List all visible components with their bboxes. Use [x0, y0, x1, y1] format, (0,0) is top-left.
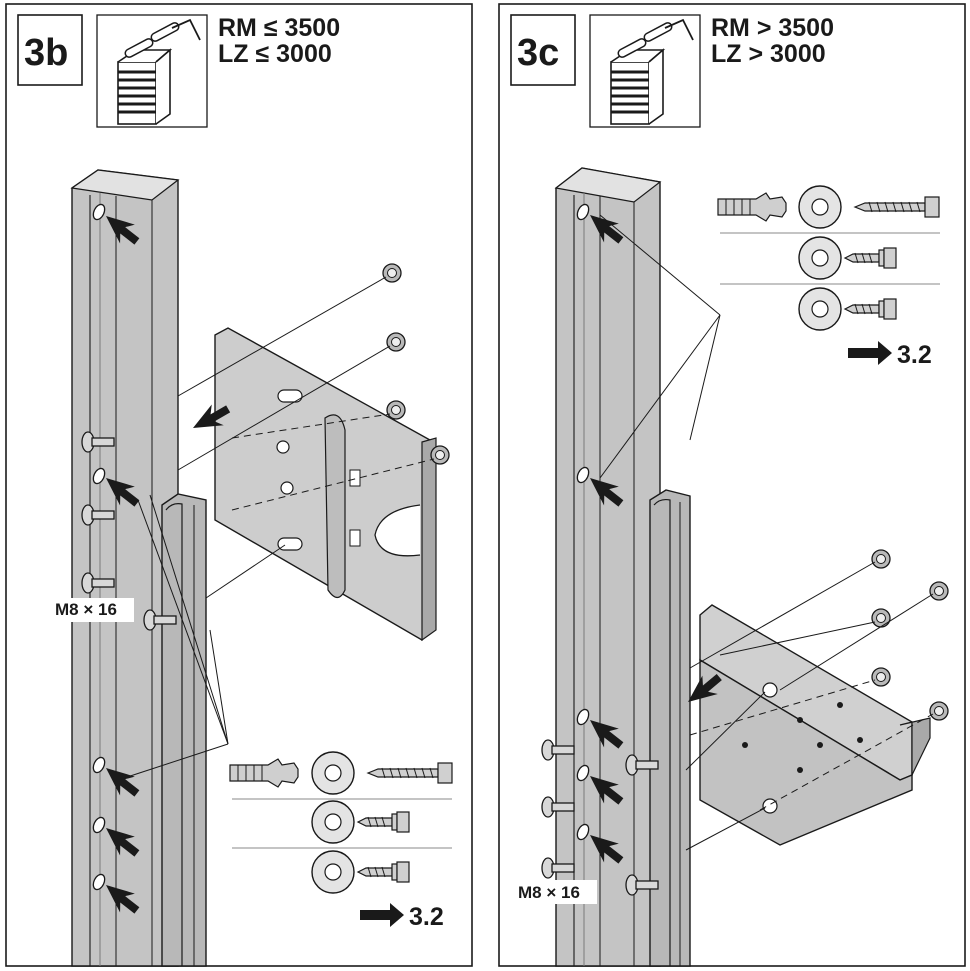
nut-icon — [929, 701, 949, 721]
spec-lz-3b: LZ ≤ 3000 — [218, 40, 332, 68]
next-step-3b: 3.2 — [409, 903, 444, 931]
nut-icon — [386, 400, 406, 420]
nut-icon — [871, 608, 891, 628]
mounting-plate-3b — [214, 327, 437, 642]
mounting-plate-3c — [699, 604, 931, 846]
step-3b-box — [17, 14, 83, 86]
washer-icon — [798, 236, 842, 280]
washer-icon — [311, 850, 355, 894]
nut-icon — [929, 581, 949, 601]
panel-3b: 3b RM ≤ 3500 LZ ≤ 3000 — [5, 3, 473, 967]
spec-rm-3b: RM ≤ 3500 — [218, 14, 340, 42]
next-step-arrow-icon — [848, 341, 892, 365]
next-step-3c: 3.2 — [897, 341, 932, 369]
bolt-size-label-3c: M8 × 16 — [518, 883, 580, 902]
short-rail-3c — [649, 489, 691, 967]
washer-icon — [798, 185, 842, 229]
nut-icon — [430, 445, 450, 465]
panel-3c: 3c RM > 3500 LZ > 3000 — [498, 3, 966, 967]
spec-rm-3c: RM > 3500 — [711, 14, 834, 42]
nut-icon — [871, 549, 891, 569]
washer-icon — [798, 287, 842, 331]
step-number-3c: 3c — [517, 32, 559, 74]
hardware-options-3b — [229, 751, 453, 894]
guide-lines-3c — [599, 214, 934, 851]
hardware-options-3c — [717, 185, 940, 331]
short-rail-3b — [161, 493, 207, 967]
bolt-size-label-3b: M8 × 16 — [55, 600, 117, 619]
nut-icon — [871, 667, 891, 687]
spec-lz-3c: LZ > 3000 — [711, 40, 826, 68]
washer-icon — [311, 751, 355, 795]
next-step-arrow-icon — [360, 903, 404, 927]
washer-icon — [311, 800, 355, 844]
nut-icon — [386, 332, 406, 352]
step-number-3b: 3b — [24, 32, 68, 74]
guide-lines-3b — [117, 276, 435, 781]
bolt-label-bg — [513, 880, 597, 904]
step-3c-box — [510, 14, 576, 86]
bolt-label-bg — [50, 598, 134, 622]
nut-icon — [382, 263, 402, 283]
